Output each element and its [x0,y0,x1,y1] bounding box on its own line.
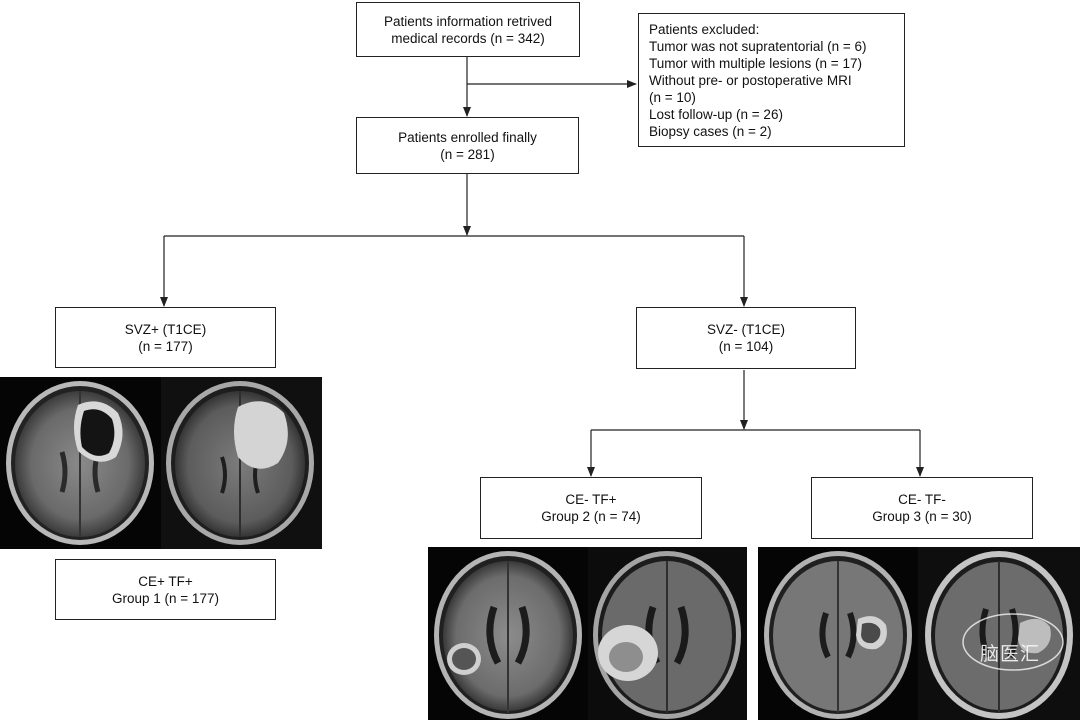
node-enrolled-line1: Patients enrolled finally [398,129,537,145]
mri-drawing [6,377,322,549]
node-svz-pos-line1: SVZ+ (T1CE) [124,321,207,337]
group3-mri-pair: 脑医汇 [758,547,1080,720]
watermark: 脑医汇 [980,643,1041,665]
node-retrieved-line1: Patients information retrived [383,13,553,29]
node-group3-line1: CE- TF- [898,492,946,507]
node-excluded: Patients excluded: Tumor was not suprate… [638,13,905,147]
node-group1-line1: CE+ TF+ [138,573,193,589]
excluded-item: Tumor was not supratentorial (n = 6) [649,38,867,54]
node-group1: CE+ TF+ Group 1 (n = 177) [55,559,276,620]
node-group1-line2: Group 1 (n = 177) [112,590,219,606]
node-group2-line1: CE- TF+ [565,492,617,507]
node-group2-line2: Group 2 (n = 74) [541,509,641,524]
node-svz-pos-line2: (n = 177) [138,338,193,354]
node-group2: CE- TF+ Group 2 (n = 74) [480,477,702,539]
excluded-item: Without pre- or postoperative MRI [649,72,852,88]
node-svz-neg-line1: SVZ- (T1CE) [706,322,785,337]
node-svz-neg-line2: (n = 104) [718,339,774,354]
excluded-item: Biopsy cases (n = 2) [649,123,772,139]
node-retrieved: Patients information retrived medical re… [356,2,580,57]
node-retrieved-line2: medical records (n = 342) [391,30,545,46]
group2-mri-pair [428,547,747,720]
node-svz-pos: SVZ+ (T1CE) (n = 177) [55,307,276,368]
excluded-title: Patients excluded: [649,21,760,37]
excluded-item: (n = 10) [649,89,696,105]
node-enrolled: Patients enrolled finally (n = 281) [356,117,579,174]
mri-drawing [434,547,747,720]
node-enrolled-line2: (n = 281) [440,146,495,162]
group1-mri-pair [0,377,322,549]
excluded-item: Lost follow-up (n = 26) [649,106,783,122]
node-svz-neg: SVZ- (T1CE) (n = 104) [636,307,856,369]
node-group3-line2: Group 3 (n = 30) [872,509,972,524]
excluded-item: Tumor with multiple lesions (n = 17) [649,55,862,71]
mri-drawing [764,547,1080,720]
node-group3: CE- TF- Group 3 (n = 30) [811,477,1033,539]
